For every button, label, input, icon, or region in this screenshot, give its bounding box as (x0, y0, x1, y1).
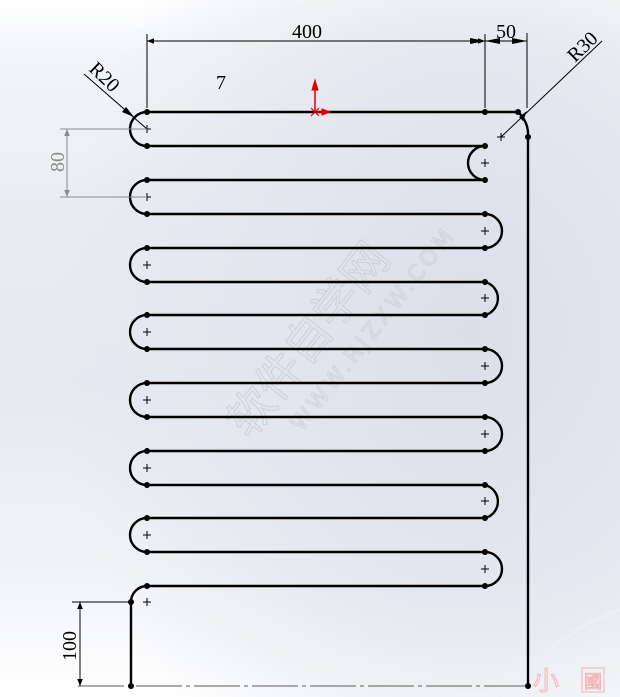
origin-icon (310, 78, 332, 117)
dimension-100-label[interactable]: 100 (59, 631, 81, 661)
outer-return-line (145, 110, 530, 688)
row-1 (145, 144, 486, 182)
seal-char-1: 小 (533, 667, 559, 697)
seal-char-2: 國 (584, 672, 602, 693)
seal-watermark: 小 國 (499, 609, 620, 697)
row-7 (128, 516, 504, 588)
note-count-label: 7 (216, 72, 226, 94)
dimension-400-label[interactable]: 400 (292, 21, 322, 43)
dimension-r30[interactable]: R30 (500, 28, 602, 138)
arc-center-marks (143, 125, 505, 606)
dimension-50[interactable]: 50 (470, 21, 528, 108)
dimension-r20-label[interactable]: R20 (85, 58, 124, 97)
dimension-80[interactable]: 80 (47, 128, 147, 198)
dimension-100[interactable]: 100 (59, 601, 131, 686)
dimension-50-label[interactable]: 50 (496, 21, 516, 43)
watermark: 软件自学网 WWW.RJZXW.COM (216, 222, 462, 448)
dimension-r20[interactable]: R20 (83, 58, 148, 130)
dimension-80-label[interactable]: 80 (47, 152, 69, 172)
dimension-400[interactable]: 400 (146, 21, 486, 108)
dimension-r30-label[interactable]: R30 (563, 28, 602, 67)
row-6 (128, 449, 500, 520)
sketch-points[interactable] (128, 109, 531, 689)
